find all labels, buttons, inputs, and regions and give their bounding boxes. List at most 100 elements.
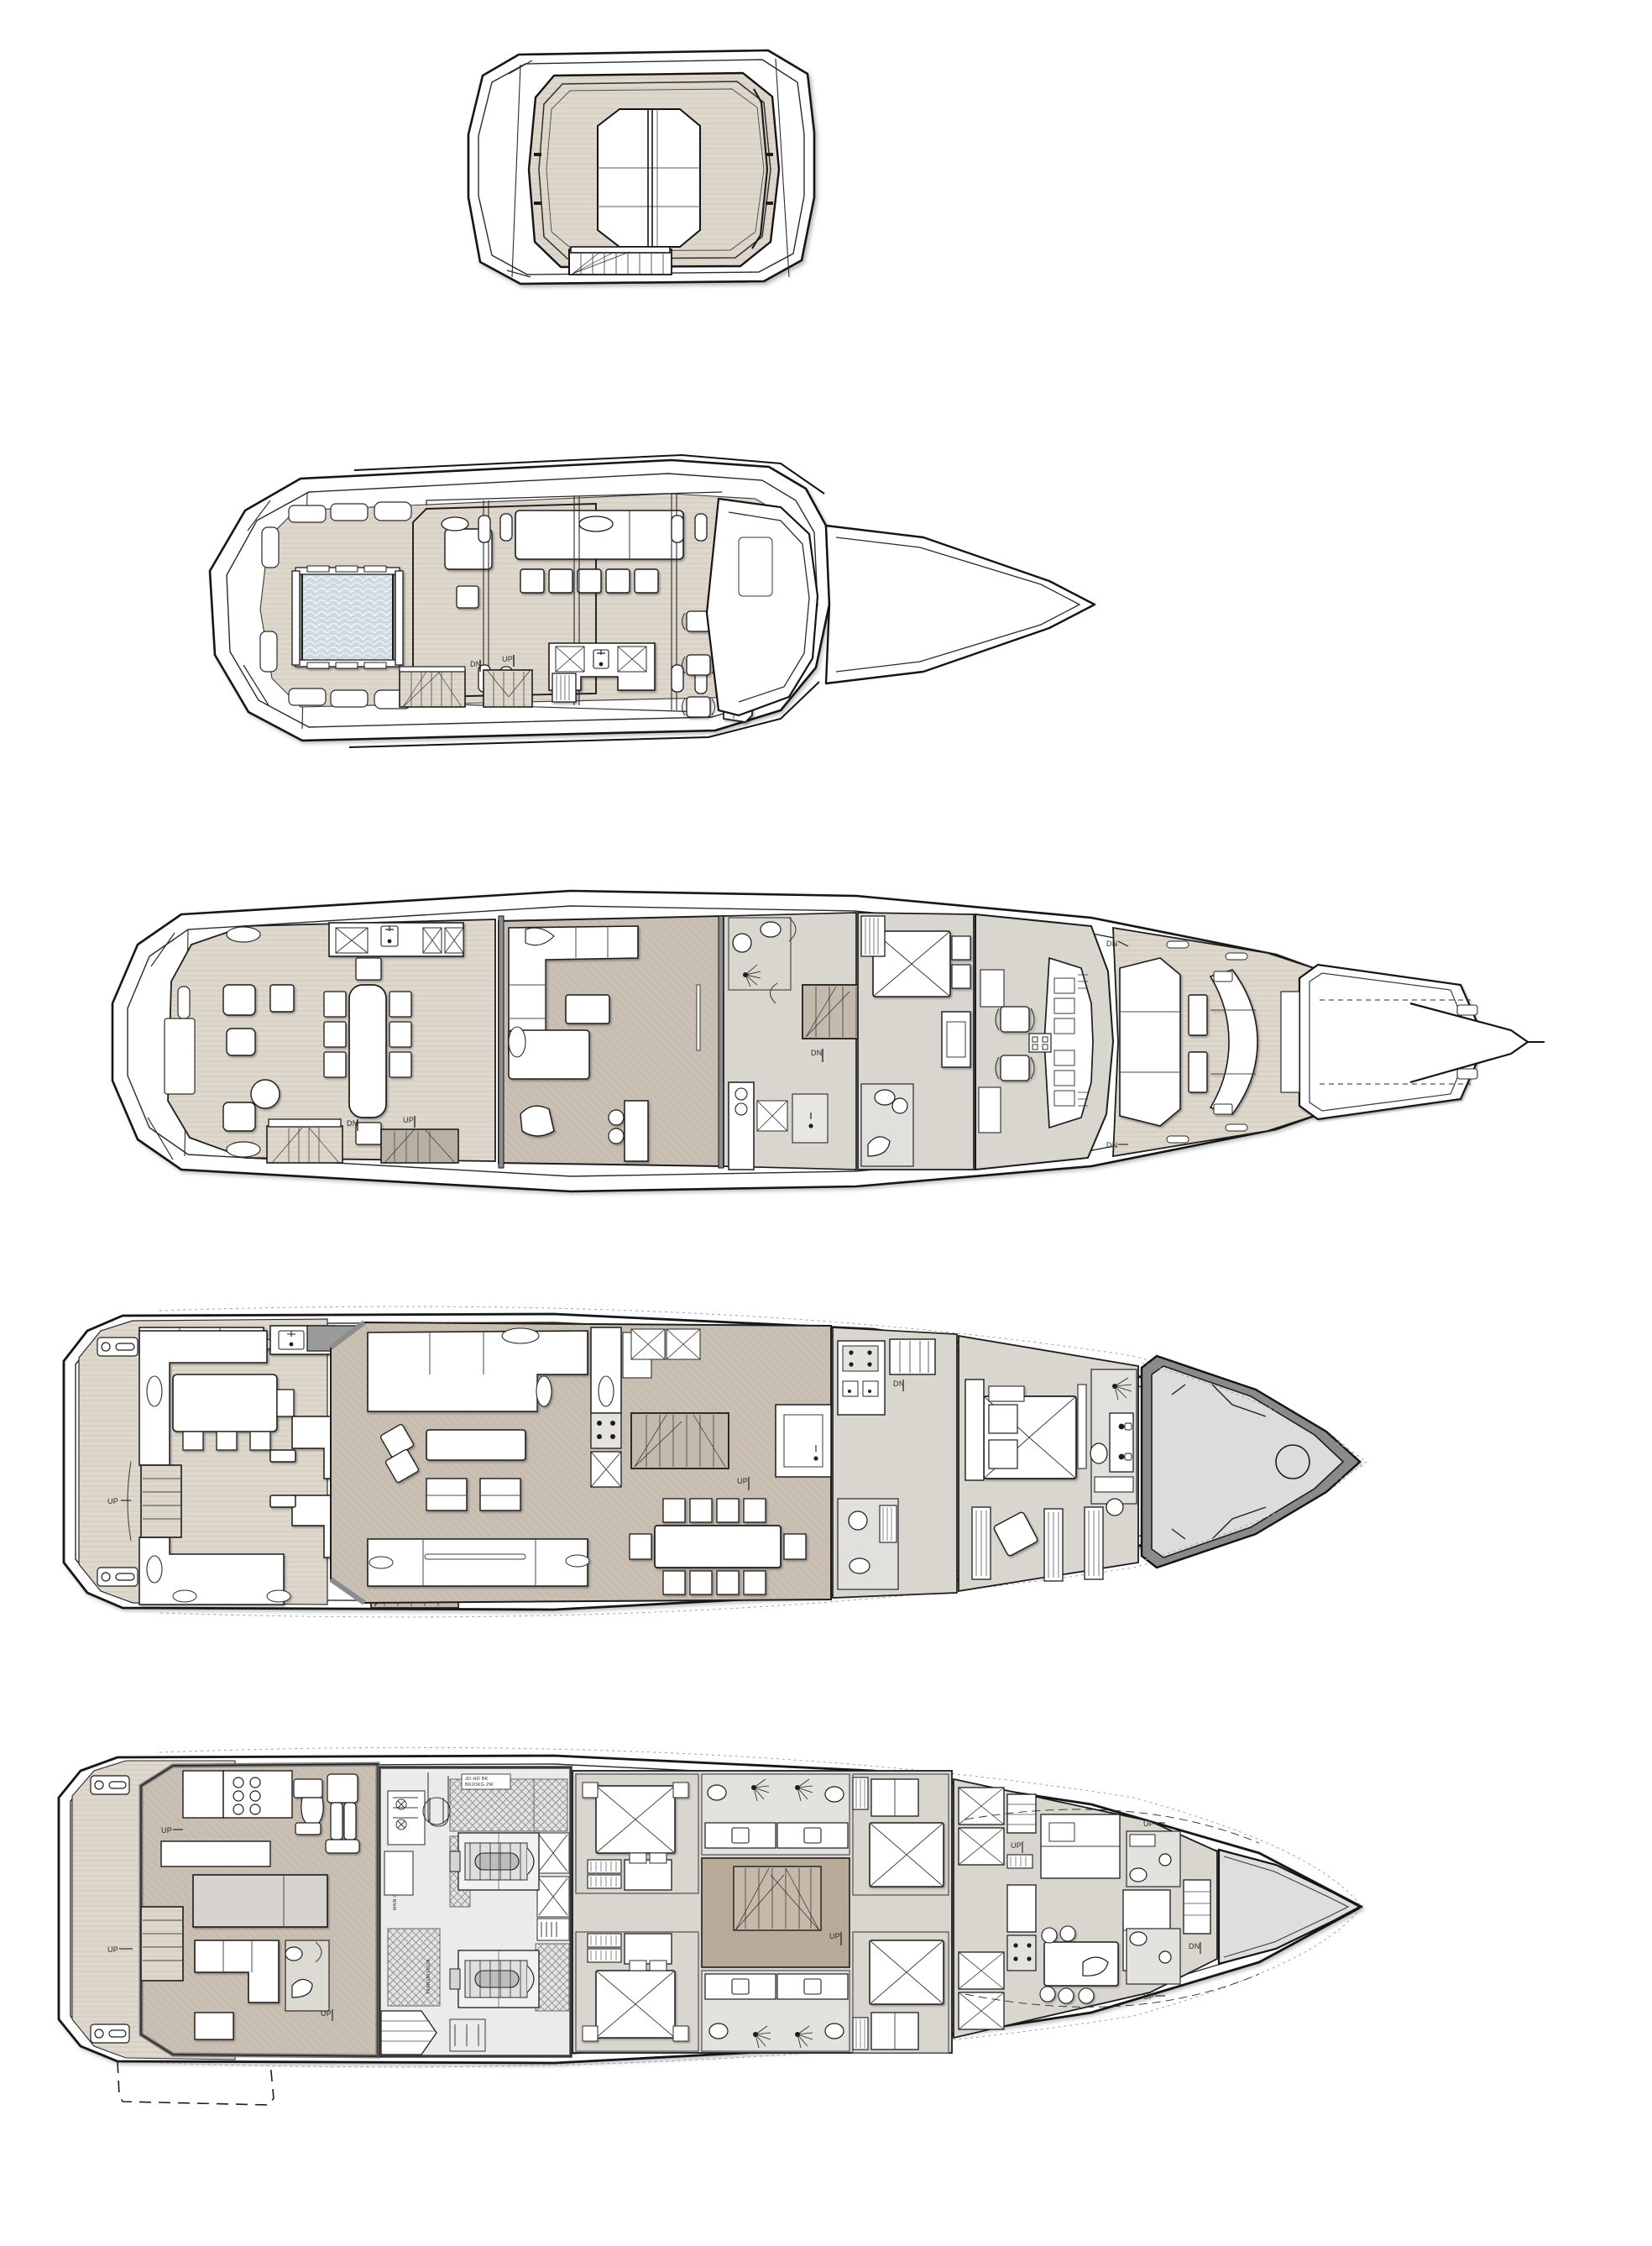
sun-deck-inner-bulwark: [478, 59, 805, 275]
tank-deck-plan: UP UP UP: [57, 1746, 1363, 2106]
guest-cabin-4: [852, 1931, 949, 2054]
guest-ensuite-fwd: [701, 1970, 850, 2052]
throttle-panel: [1028, 1033, 1052, 1053]
bar-sink-icon: [593, 649, 609, 669]
lower-deck-upper-cabinetry: [630, 1328, 701, 1360]
basin-icon: [285, 1946, 303, 1961]
stair-label-dn: DN: [893, 1380, 905, 1388]
wardrobe-icon: [1006, 1854, 1033, 1869]
stair-label-dn: DN: [1106, 940, 1118, 948]
stair-label-up: UP: [403, 1116, 414, 1124]
sun-deck-plan: [467, 49, 816, 285]
wc-icon: [1090, 1442, 1108, 1464]
salon-coffee-table: [426, 1429, 526, 1461]
er-tag-b: TRANSMISSION: [426, 1959, 431, 1994]
deck-lower-deck: UP UP: [50, 1297, 1553, 1658]
sofa-cushion: [525, 927, 555, 946]
crew-counter: [160, 1840, 271, 1867]
lower-deck-pantry: [775, 1404, 832, 1478]
helm-chair: [995, 1006, 1035, 1081]
engine-tag-line1: JD-HD BK: [465, 1777, 489, 1782]
wc-icon: [760, 921, 782, 938]
basin-icon: [891, 1097, 908, 1114]
chain-pipe: [1275, 1444, 1310, 1479]
crew-galley-2: [1006, 1854, 1037, 1971]
wc-icon: [1129, 1867, 1148, 1882]
upper-deck-plan: DN UP: [208, 453, 1096, 748]
crew-head-forward: UP UP: [1126, 1819, 1181, 2001]
cockpit-side-table: [250, 1079, 280, 1109]
wardrobe-icon: [879, 1505, 897, 1543]
side-table: [456, 585, 479, 609]
cabin-desk: [624, 1933, 672, 1965]
double-vanity: [1109, 1412, 1134, 1473]
crew-galley: [182, 1770, 293, 1819]
lower-deck-plan: UP UP: [62, 1306, 1367, 1618]
engine-tag-line2: BK20KG 2W: [465, 1783, 494, 1788]
shower-icon: [743, 964, 761, 987]
deck-tank-deck: UP UP UP: [42, 1742, 1553, 2137]
stair-label-up: UP: [1143, 1819, 1154, 1828]
vip-wardrobe: [860, 915, 886, 957]
sun-deck-mast-house: [597, 108, 701, 248]
master-bed: [983, 1385, 1077, 1479]
dining-chair: [629, 1498, 807, 1595]
deck-cleat-icon: [1166, 940, 1248, 1144]
upper-deck-forward-structure: [705, 497, 819, 717]
upper-deck-stairs-up: [483, 669, 533, 708]
lower-deck-forepeak-store: [1140, 1354, 1362, 1569]
alfresco-dining-chair: [323, 957, 412, 1145]
guest-cabin-2: [575, 1931, 699, 2052]
upper-deck-stairs-down: [399, 666, 466, 708]
vip-ensuite: [860, 1083, 914, 1167]
upper-deck-sunbed: [288, 501, 412, 709]
stair-direction-markers: DN UP: [470, 655, 515, 672]
engine-tag: JD-HD BK BK20KG 2W: [461, 1773, 511, 1790]
chart-table: [980, 969, 1005, 1008]
crew-mess-sofa: [192, 1874, 328, 2040]
stair-label-up: UP: [1011, 1841, 1022, 1850]
upper-deck-mullion-post: [441, 513, 708, 694]
deck-main-deck: DN UP: [101, 877, 1587, 1230]
basin-icon: [848, 1510, 868, 1531]
basin-icon: [731, 1827, 750, 1844]
stair-label-up-2: UP: [161, 1826, 172, 1835]
wardrobe-icon: [852, 2017, 869, 2050]
lower-deck-day-head: [837, 1498, 899, 1590]
main-deck-aft-cushion: [164, 926, 261, 1158]
stair-label-dn: DN: [1189, 1942, 1200, 1950]
main-deck-aft-bar: [328, 922, 464, 957]
lower-deck-aft-stairs: UP: [107, 1461, 182, 1542]
salon-sofa: [367, 1327, 588, 1412]
formal-dining-table: [654, 1525, 782, 1568]
salon-credenza: [608, 1100, 649, 1162]
stair-label-dn-2: DN: [1106, 1141, 1118, 1149]
tank-deck-crew-quarters: UP: [953, 1777, 1218, 2039]
salon-coffee-table: [565, 994, 610, 1024]
master-ensuite: [1090, 1369, 1137, 1516]
basin-icon: [1158, 1853, 1172, 1866]
lower-deck-galley-2: [837, 1340, 886, 1416]
main-deck-wheelhouse: [975, 913, 1115, 1171]
formal-dining: [629, 1498, 807, 1595]
upper-deck-side-cushion: [259, 526, 280, 673]
stair-label-up: UP: [502, 655, 513, 663]
forward-locker: [1280, 991, 1300, 1093]
vanity-counter: [1094, 1476, 1134, 1493]
shower-tray: [867, 1136, 891, 1157]
main-deck-cockpit-stairs: DN UP: [266, 1116, 459, 1164]
jacuzzi: [291, 565, 404, 669]
tank-deck-forepeak: [1217, 1848, 1362, 1966]
stair-label-up: UP: [107, 1497, 118, 1505]
salon-armchair: [520, 1105, 555, 1137]
lower-deck-master-suite: [958, 1334, 1139, 1593]
salon-armchair: [379, 1423, 420, 1484]
crew-dining-table: [1039, 1925, 1119, 2004]
main-deck-day-head: [728, 917, 797, 1004]
salon-ottoman: [426, 1478, 521, 1511]
basin-icon: [803, 1978, 822, 1995]
wc-icon: [849, 1558, 870, 1574]
gym-equipment: [293, 1773, 360, 1854]
stair-label-up-3: UP: [321, 2009, 332, 2018]
